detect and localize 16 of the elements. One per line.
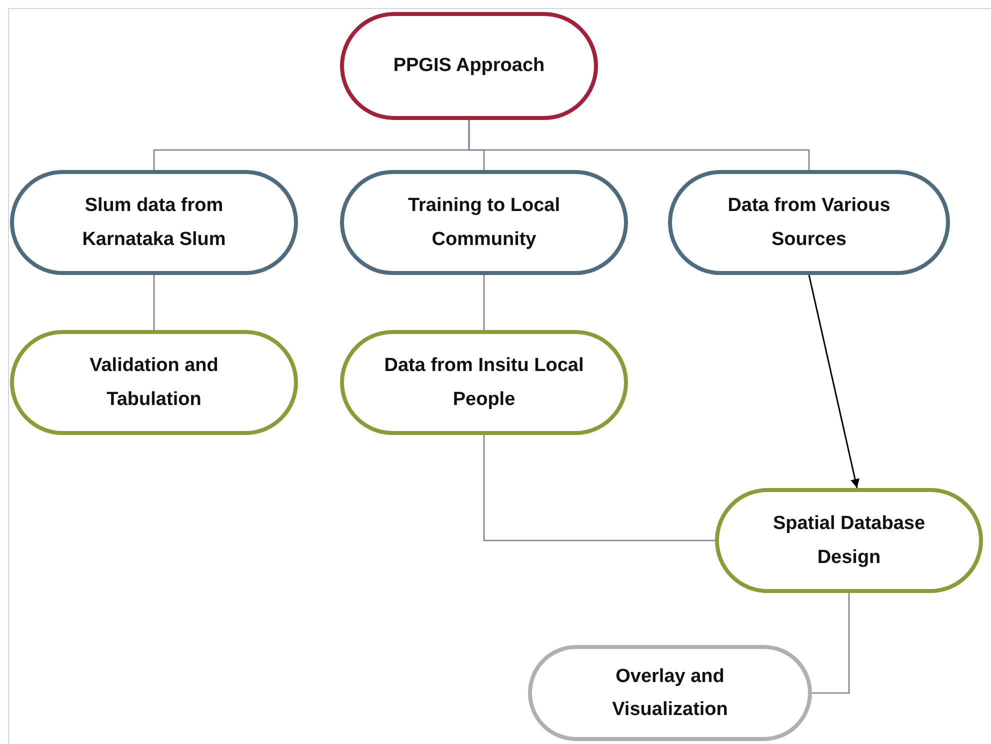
- box-label: Data from Insitu Local People: [383, 354, 585, 412]
- connector-line: [483, 435, 715, 542]
- connector-line: [483, 275, 485, 330]
- connector-line: [468, 120, 810, 170]
- box-label: PPGIS Approach: [393, 54, 545, 78]
- connector-line: [153, 275, 155, 330]
- rounded-box: [10, 170, 298, 275]
- rounded-box: [10, 330, 298, 435]
- box-label: Training to Local Community: [406, 194, 561, 252]
- box-label: Spatial Database Design: [772, 512, 926, 570]
- arrow: [808, 274, 860, 488]
- box-label: Validation and Tabulation: [88, 354, 220, 412]
- connector-line: [812, 593, 850, 694]
- box-label: Data from Various Sources: [726, 194, 892, 252]
- box-label: Overlay and Visualization: [611, 664, 729, 722]
- box-label: Slum data from Karnataka Slum: [81, 194, 227, 252]
